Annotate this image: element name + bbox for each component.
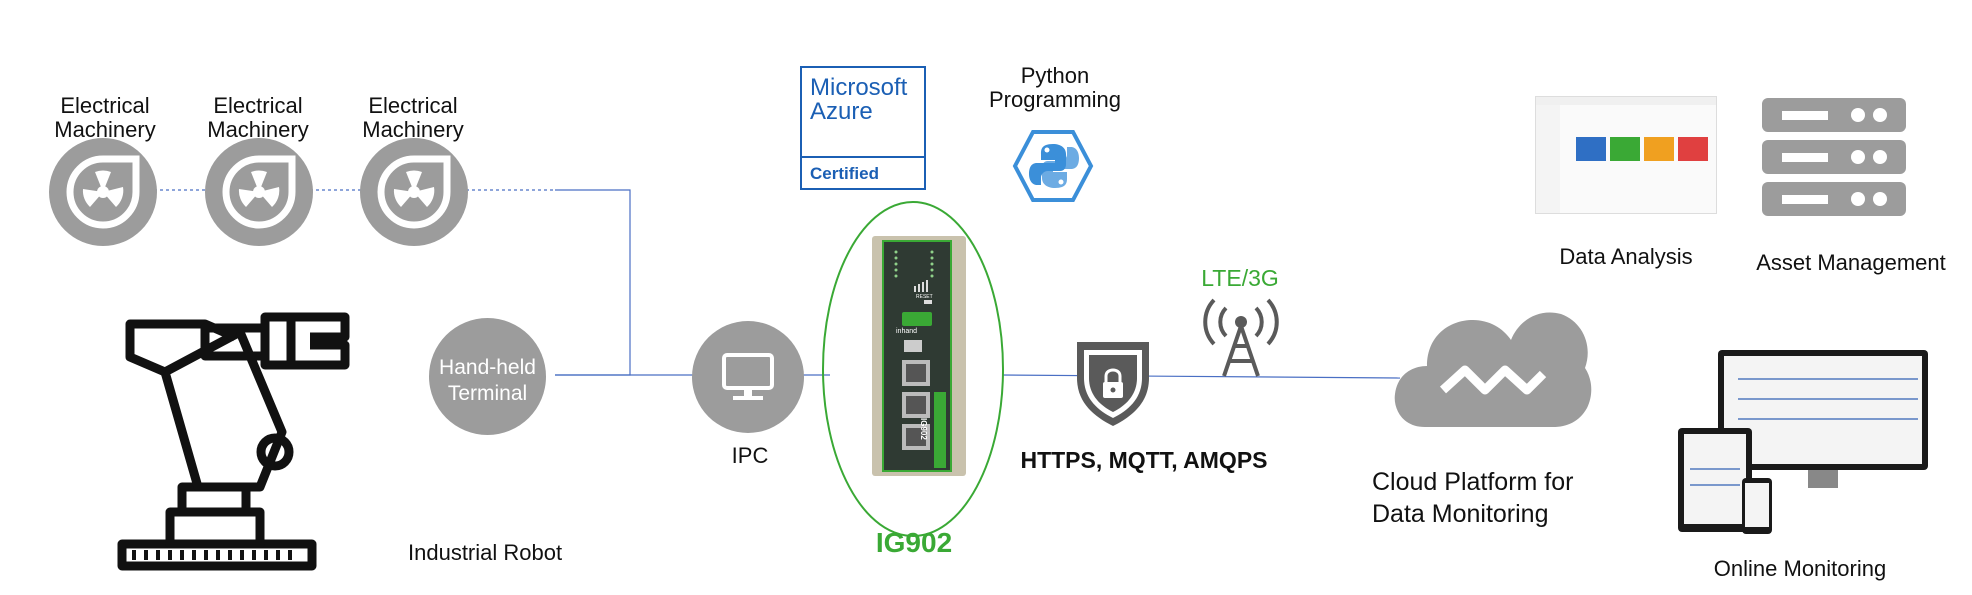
ipc-label: IPC — [731, 443, 769, 468]
asset-management-servers-icon — [1762, 98, 1906, 216]
gateway-device: inhand RESET IG902 — [872, 236, 966, 476]
antenna-icon — [1203, 298, 1279, 377]
gateway-brand: inhand — [896, 328, 918, 335]
machine-2-icon — [205, 138, 313, 246]
machine-3-label-line1: Electrical — [368, 93, 458, 118]
handheld-terminal-circle — [429, 318, 546, 435]
azure-line1: Microsoft — [810, 74, 908, 101]
machine-1-label-line2: Machinery — [54, 117, 156, 142]
asset-management-label: Asset Management — [1756, 250, 1946, 275]
online-monitoring-label: Online Monitoring — [1713, 556, 1887, 581]
gateway-name: IG902 — [875, 527, 953, 558]
data-analysis-label: Data Analysis — [1559, 244, 1693, 269]
gateway-outline-ellipse — [822, 201, 1004, 537]
cloud-platform-label: Cloud Platform for Data Monitoring — [1372, 466, 1573, 530]
cloud-label-line1: Cloud Platform for — [1372, 468, 1574, 496]
cloud-icon — [1394, 312, 1592, 427]
azure-certified-badge: Microsoft Azure Certified — [800, 66, 926, 190]
machine-3-label-line2: Machinery — [362, 117, 464, 142]
data-analysis-dashboard-image — [1535, 96, 1717, 214]
handheld-terminal-label: Hand-held Terminal — [429, 355, 546, 407]
machine-1-label: Electrical Machinery — [45, 94, 165, 142]
python-label: Python Programming — [975, 64, 1135, 112]
gateway-panel-details — [894, 250, 946, 468]
machine-3-label: Electrical Machinery — [353, 94, 473, 142]
industrial-robot-icon — [117, 312, 350, 571]
lte-label: LTE/3G — [1201, 265, 1279, 291]
industrial-robot-label: Industrial Robot — [408, 540, 563, 565]
cloud-label-line2: Data Monitoring — [1372, 500, 1549, 528]
handheld-label-line2: Terminal — [447, 382, 528, 405]
machine-2-label-line2: Machinery — [207, 117, 309, 142]
protocols-label: HTTPS, MQTT, AMQPS — [1020, 447, 1268, 473]
machine-1-icon — [49, 138, 157, 246]
security-shield-icon — [1077, 342, 1149, 426]
python-icon — [1012, 130, 1094, 202]
machine-1-label-line1: Electrical — [60, 93, 150, 118]
python-label-line2: Programming — [988, 87, 1122, 112]
gateway-front-panel: inhand RESET IG902 — [882, 240, 952, 472]
azure-divider — [802, 156, 924, 158]
azure-line2: Azure — [810, 98, 873, 125]
gateway-reset-label: RESET — [916, 294, 933, 300]
azure-badge-text: Certified — [810, 164, 879, 183]
gateway-side-label: IG902 — [919, 418, 928, 440]
machine-3-icon — [360, 138, 468, 246]
machine-2-label: Electrical Machinery — [198, 94, 318, 142]
python-label-line1: Python — [1020, 63, 1090, 88]
ipc-icon — [692, 321, 804, 433]
online-monitoring-devices-icon — [1678, 350, 1928, 534]
machine-2-label-line1: Electrical — [213, 93, 303, 118]
handheld-label-line1: Hand-held — [439, 356, 536, 379]
